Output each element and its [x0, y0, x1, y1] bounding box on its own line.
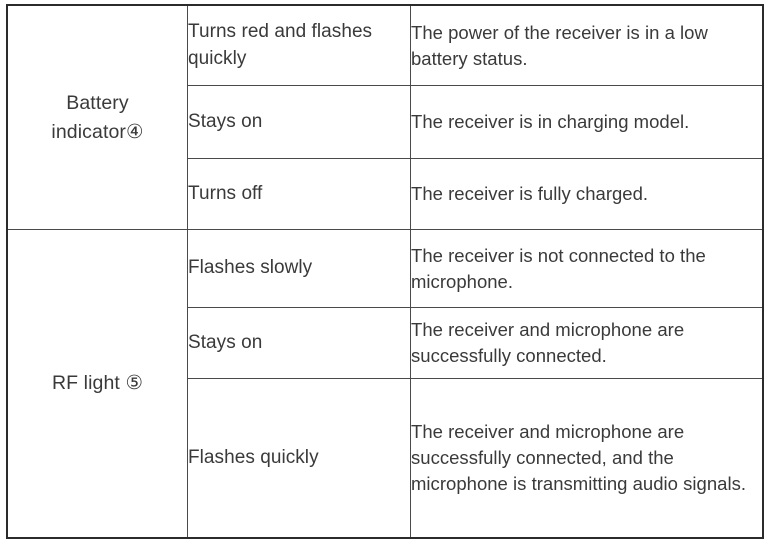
description-cell: The receiver and microphone are successf… — [410, 307, 764, 379]
table-row: Stays on The receiver and microphone are… — [7, 307, 764, 379]
description-cell: The power of the receiver is in a low ba… — [410, 4, 764, 86]
table-row: RF light ⑤ Flashes slowly The receiver i… — [6, 229, 764, 539]
description-cell: The receiver and microphone are successf… — [410, 378, 764, 539]
description-cell: The receiver is in charging model. — [410, 85, 764, 159]
description-cell: The receiver is not connected to the mic… — [410, 229, 764, 308]
state-cell: Flashes quickly — [187, 378, 411, 539]
table-row: Turns off The receiver is fully charged. — [7, 158, 764, 230]
table-row: Stays on The receiver is in charging mod… — [7, 85, 764, 159]
row-label-battery-indicator: Battery indicator④ — [6, 4, 188, 230]
state-cell: Stays on — [187, 85, 411, 159]
state-cell: Stays on — [187, 307, 411, 379]
row-label-rf-light: RF light ⑤ — [6, 229, 188, 539]
state-cell: Turns red and flashes quickly — [187, 4, 411, 86]
state-cell: Flashes slowly — [187, 229, 411, 308]
state-cell: Turns off — [187, 158, 411, 230]
table-row: Flashes quickly The receiver and microph… — [7, 378, 764, 539]
row-label-text: RF light ⑤ — [51, 372, 144, 395]
led-status-table: Battery indicator④ Turns red and flashes… — [6, 4, 764, 539]
row-label-text: Battery indicator④ — [51, 92, 144, 143]
description-cell: The receiver is fully charged. — [410, 158, 764, 230]
table-row: Battery indicator④ Turns red and flashes… — [6, 4, 764, 230]
